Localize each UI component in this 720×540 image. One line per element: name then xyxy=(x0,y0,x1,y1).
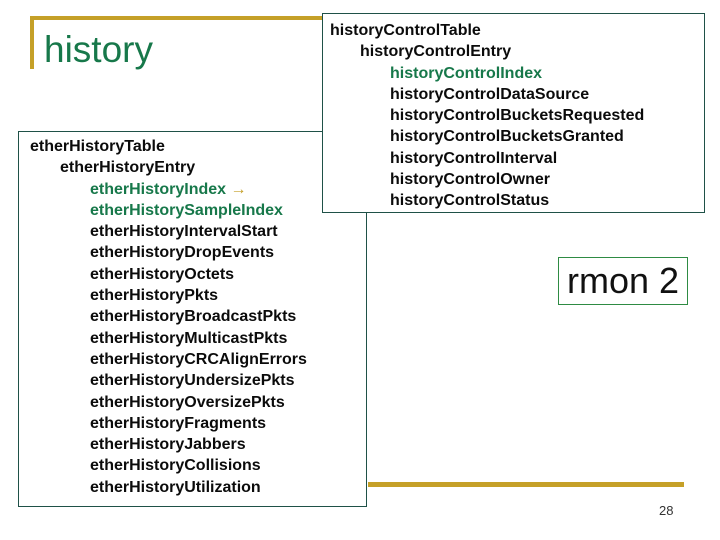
mib-object-name: etherHistoryEntry xyxy=(60,159,196,177)
bottom-accent-bar xyxy=(368,482,684,487)
mib-object-name: etherHistoryUndersizePkts xyxy=(90,372,295,390)
mib-object-name: etherHistoryOversizePkts xyxy=(90,393,285,411)
mib-object-name: historyControlEntry xyxy=(360,43,512,61)
mib-object-name: etherHistoryCRCAlignErrors xyxy=(90,350,307,368)
slide-page-number: 28 xyxy=(659,503,674,518)
mib-object-line: etherHistoryEntry xyxy=(30,157,366,178)
mib-object-name: etherHistoryUtilization xyxy=(90,478,261,496)
mib-object-line: historyControlInterval xyxy=(330,148,704,169)
mib-object-name: historyControlTable xyxy=(330,22,481,39)
mib-object-line: etherHistoryIntervalStart xyxy=(30,221,366,242)
mib-object-name: historyControlDataSource xyxy=(390,85,590,103)
mib-object-name: etherHistoryIndex xyxy=(90,180,227,198)
mib-object-line: etherHistoryBroadcastPkts xyxy=(30,306,366,327)
mib-object-name: historyControlBucketsRequested xyxy=(390,107,645,125)
mib-object-name: etherHistoryTable xyxy=(30,138,165,155)
history-control-mib-box: historyControlTable historyControlEntry hi… xyxy=(322,13,705,213)
mib-object-line: historyControlStatus xyxy=(330,190,704,211)
mib-object-name: etherHistoryPkts xyxy=(90,287,219,305)
mib-object-name: etherHistoryIntervalStart xyxy=(90,223,278,241)
mib-object-line: historyControlBucketsRequested xyxy=(330,105,704,126)
mib-object-name: etherHistoryJabbers xyxy=(90,436,246,454)
mib-object-line: etherHistoryIndex → xyxy=(30,179,366,200)
mib-object-line: etherHistoryOctets xyxy=(30,264,366,285)
mib-object-name: historyControlStatus xyxy=(390,192,550,210)
mib-object-name: etherHistoryOctets xyxy=(90,265,235,283)
rmon2-label: rmon 2 xyxy=(566,260,680,301)
mib-object-name: historyControlOwner xyxy=(390,171,551,189)
mib-object-name: etherHistorySampleIndex xyxy=(90,201,283,219)
mib-object-line: etherHistoryOversizePkts xyxy=(30,392,366,413)
title-accent-line-horizontal xyxy=(30,16,322,20)
mib-object-name: etherHistoryDropEvents xyxy=(90,244,275,262)
mib-object-name: historyControlIndex xyxy=(390,64,543,82)
title-accent-line-vertical xyxy=(30,16,34,69)
mib-object-name: historyControlBucketsGranted xyxy=(390,128,624,146)
mib-object-line: historyControlTable xyxy=(330,20,704,41)
mib-object-line: etherHistorySampleIndex xyxy=(30,200,366,221)
mib-object-line: historyControlOwner xyxy=(330,169,704,190)
mib-object-line: etherHistoryDropEvents xyxy=(30,242,366,263)
mib-object-name: etherHistoryMulticastPkts xyxy=(90,329,288,347)
mib-object-line: historyControlDataSource xyxy=(330,84,704,105)
mib-object-name: etherHistoryFragments xyxy=(90,414,267,432)
mib-object-line: etherHistoryJabbers xyxy=(30,434,366,455)
mib-object-line: etherHistoryTable xyxy=(30,136,366,157)
page-title: history xyxy=(44,29,153,70)
mib-object-name: etherHistoryCollisions xyxy=(90,457,261,475)
mib-object-name: etherHistoryBroadcastPkts xyxy=(90,308,297,326)
mib-object-line: etherHistoryCollisions xyxy=(30,455,366,476)
mib-object-line: etherHistoryUtilization xyxy=(30,477,366,498)
rmon2-label-box: rmon 2 xyxy=(558,257,688,305)
mib-object-line: historyControlIndex xyxy=(330,63,704,84)
ether-history-mib-box: etherHistoryTable etherHistoryEntry etherH… xyxy=(18,131,367,507)
mib-object-line: etherHistoryFragments xyxy=(30,413,366,434)
mib-object-line: historyControlEntry xyxy=(330,41,704,62)
mib-object-name: historyControlInterval xyxy=(390,149,558,167)
mib-object-line: etherHistoryCRCAlignErrors xyxy=(30,349,366,370)
gold-right-arrow-icon: → xyxy=(226,180,247,198)
mib-object-line: etherHistoryPkts xyxy=(30,285,366,306)
mib-object-line: etherHistoryMulticastPkts xyxy=(30,328,366,349)
mib-object-line: historyControlBucketsGranted xyxy=(330,126,704,147)
mib-object-line: etherHistoryUndersizePkts xyxy=(30,370,366,391)
